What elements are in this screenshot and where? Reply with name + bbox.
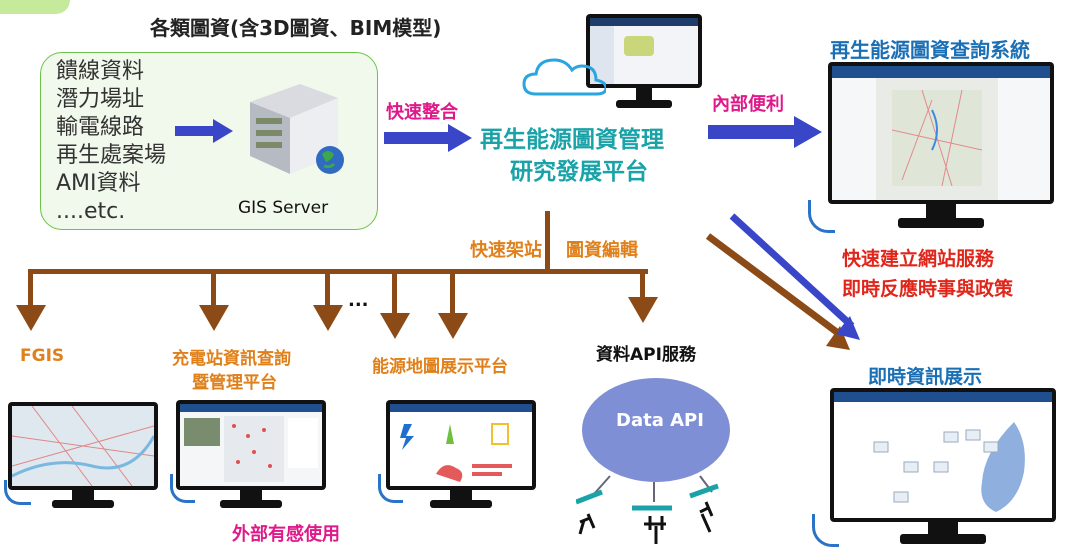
ellipsis: ... bbox=[348, 290, 369, 311]
external-label: 外部有感使用 bbox=[232, 524, 340, 545]
arrow-to-server bbox=[175, 119, 233, 143]
source-item: 輸電線路 bbox=[56, 115, 145, 140]
source-item: 潛力場址 bbox=[56, 87, 145, 112]
arrow-integrate bbox=[384, 124, 472, 152]
cloud-icon bbox=[522, 58, 606, 96]
gis-server-label: GIS Server bbox=[238, 198, 329, 218]
corner-accent bbox=[0, 0, 70, 14]
data-api-service-label: 資料API服務 bbox=[596, 345, 696, 365]
source-list: 饋線資料 潛力場址 輸電線路 再生處案場 AMI資料 ....etc. bbox=[56, 58, 166, 226]
data-api-label: Data API bbox=[616, 410, 704, 431]
cable bbox=[4, 480, 31, 505]
source-item: AMI資料 bbox=[56, 171, 141, 196]
charging-monitor bbox=[176, 400, 326, 512]
query-system-monitor bbox=[828, 62, 1054, 230]
integrate-label: 快速整合 bbox=[386, 102, 458, 123]
cable bbox=[560, 96, 592, 97]
energy-map-monitor bbox=[386, 400, 536, 512]
charging-label-line1: 充電站資訊查詢 bbox=[172, 349, 291, 369]
fgis-label: FGIS bbox=[20, 346, 65, 366]
source-item: 饋線資料 bbox=[56, 59, 145, 84]
internal-label: 內部便利 bbox=[712, 94, 784, 115]
platform-monitor bbox=[586, 14, 702, 110]
realtime-title: 即時資訊展示 bbox=[868, 366, 983, 388]
cable bbox=[170, 474, 195, 503]
quick-build-line1: 快速建立網站服務 bbox=[842, 248, 995, 270]
charging-label-line2: 暨管理平台 bbox=[192, 373, 277, 393]
cable bbox=[378, 474, 403, 503]
platform-title-line2: 研究發展平台 bbox=[510, 159, 648, 185]
source-item: ....etc. bbox=[56, 199, 126, 224]
data-api-cloud bbox=[576, 378, 730, 544]
cable bbox=[808, 200, 835, 233]
energy-map-label: 能源地圖展示平台 bbox=[372, 357, 508, 377]
quick-site-label: 快速架站 bbox=[470, 240, 542, 261]
quick-build-line2: 即時反應時事與政策 bbox=[842, 278, 1014, 300]
server-icon bbox=[250, 84, 344, 174]
map-edit-label: 圖資編輯 bbox=[566, 240, 638, 261]
arrow-internal bbox=[708, 116, 822, 148]
cable bbox=[812, 514, 839, 547]
platform-title-line1: 再生能源圖資管理 bbox=[480, 127, 664, 153]
source-item: 再生處案場 bbox=[56, 143, 167, 168]
realtime-monitor bbox=[830, 388, 1056, 548]
fgis-monitor bbox=[8, 402, 158, 512]
top-title: 各類圖資(含3D圖資、BIM模型) bbox=[150, 16, 442, 40]
query-system-title: 再生能源圖資查詢系統 bbox=[830, 38, 1030, 62]
diagonal-arrows bbox=[705, 213, 860, 350]
distribution-tree bbox=[16, 211, 658, 339]
